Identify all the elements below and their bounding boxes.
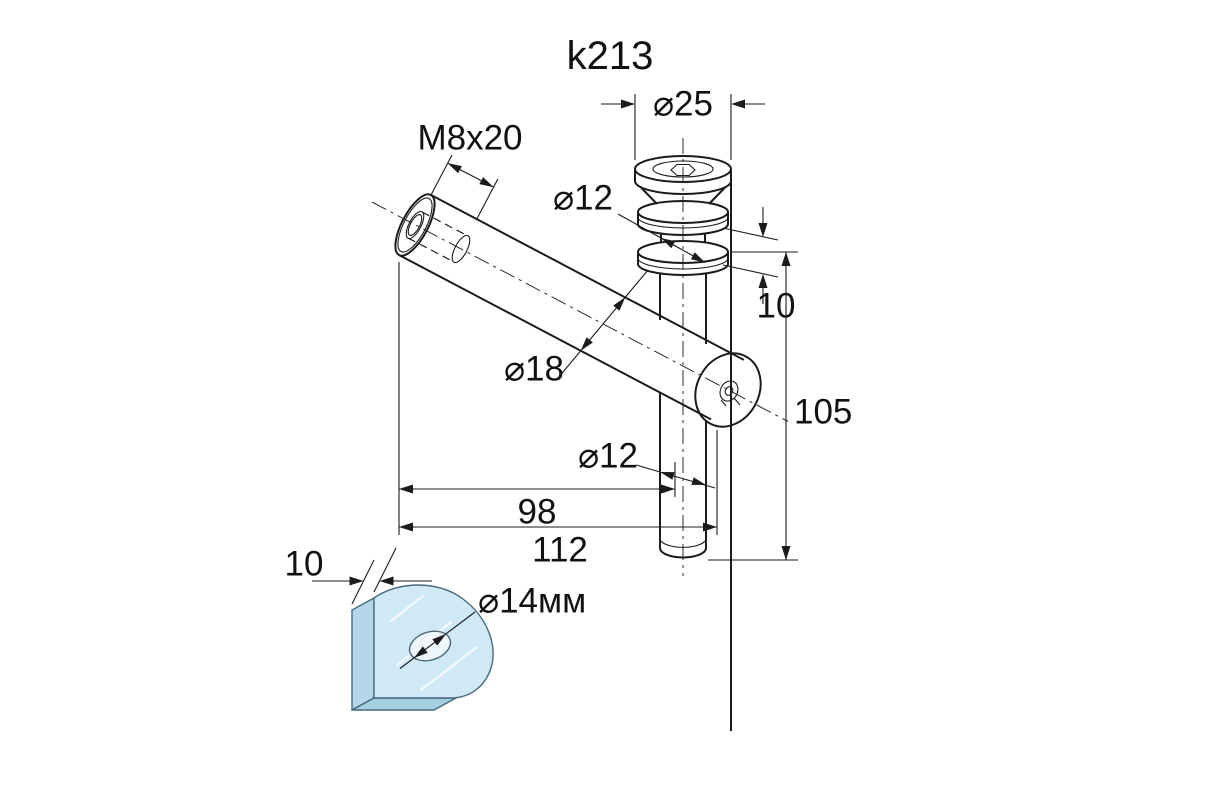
label-glass-thickness: 10 <box>285 545 324 584</box>
dim-dia12-pin: ⌀12 <box>578 437 716 489</box>
arrowhead <box>621 99 635 109</box>
end-boss <box>694 352 762 428</box>
label-dia12-pin: ⌀12 <box>578 437 638 476</box>
hex-socket <box>670 163 696 177</box>
label-thread: M8x20 <box>417 119 522 158</box>
arrowhead <box>661 238 676 249</box>
arrowhead <box>613 297 626 311</box>
label-length98: 98 <box>518 493 557 532</box>
arrowhead <box>399 522 413 532</box>
label-length112: 112 <box>532 531 588 570</box>
dim-dia14-glass-hole: ⌀14мм <box>399 582 586 669</box>
arrowhead <box>379 576 394 586</box>
arrowhead <box>731 99 745 109</box>
arrowhead <box>399 484 413 494</box>
arrowhead <box>479 177 494 188</box>
arrowhead <box>758 274 768 288</box>
arm-bottom-edge <box>398 254 712 421</box>
dim-dia12-neck: ⌀12 <box>553 179 706 263</box>
dim-length98: 98 <box>398 262 676 535</box>
arrowhead <box>703 522 717 532</box>
dim-height105: 105 <box>708 251 852 561</box>
label-height105: 105 <box>794 393 852 432</box>
dimensions: ⌀25 M8x20 ⌀12 ⌀18 <box>285 85 852 669</box>
arrowhead <box>414 646 428 658</box>
label-dia14: ⌀14мм <box>478 582 586 621</box>
arm-axis <box>371 201 789 422</box>
label-dia18: ⌀18 <box>504 350 564 389</box>
knob-bottom-rim <box>634 180 732 195</box>
label-dia25: ⌀25 <box>653 85 713 124</box>
dim-gap10: 10 <box>722 207 796 326</box>
dim-glass-thickness10: 10 <box>285 545 432 605</box>
dim-dia25: ⌀25 <box>601 85 765 160</box>
glass-side-face <box>351 596 375 712</box>
arm-end-face <box>394 193 436 257</box>
arrowhead <box>781 546 791 560</box>
arrowhead <box>349 576 364 586</box>
dim-length112: 112 <box>399 430 718 570</box>
arrowhead <box>660 472 675 480</box>
upper-shaft <box>659 273 707 344</box>
arrowhead <box>758 223 768 237</box>
arm-top-edge <box>430 194 745 361</box>
arrowhead <box>781 252 791 266</box>
label-dia12-neck: ⌀12 <box>553 179 613 218</box>
part-number: k213 <box>567 34 654 78</box>
boss-screw-hole <box>719 380 739 402</box>
arrowhead <box>447 163 462 174</box>
dim-thread-m8x20: M8x20 <box>417 119 523 220</box>
arrowhead <box>690 252 705 263</box>
boss-face <box>694 352 762 428</box>
dim-dia18: ⌀18 <box>504 269 649 389</box>
centerlines <box>371 138 789 576</box>
arrowhead <box>432 634 446 646</box>
arrowhead <box>580 337 593 351</box>
arrowhead <box>691 477 706 485</box>
label-gap10: 10 <box>757 287 796 326</box>
threaded-hole-m8 <box>405 210 471 264</box>
arrowhead <box>661 484 675 494</box>
